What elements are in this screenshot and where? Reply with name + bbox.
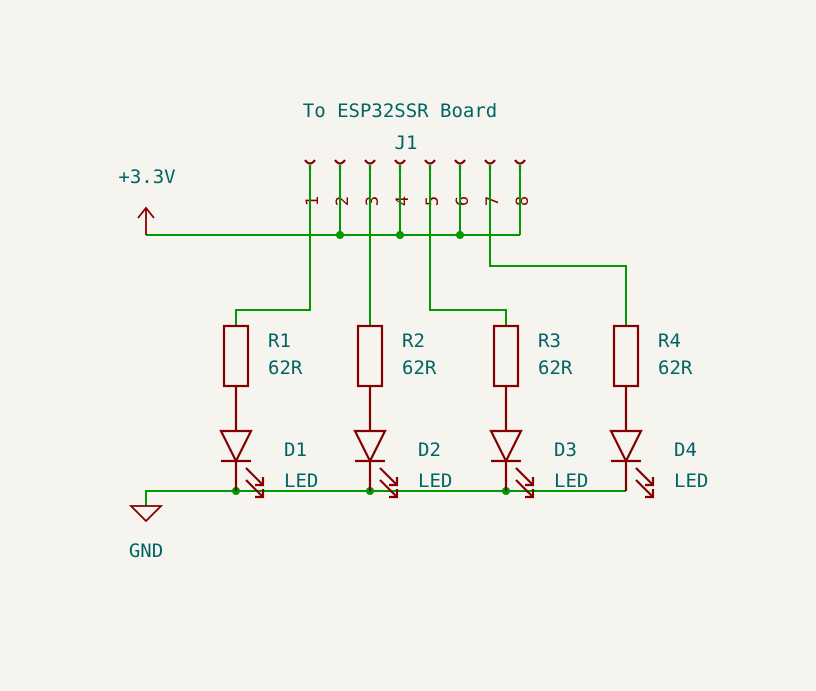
resistor-body-icon bbox=[222, 324, 250, 388]
pin-number: 3 bbox=[363, 196, 383, 206]
wire-pin5-r3 bbox=[429, 165, 507, 325]
emission-arrowhead-1 bbox=[525, 477, 535, 487]
emission-arrow-2 bbox=[245, 479, 264, 498]
pin-number: 5 bbox=[423, 196, 443, 206]
resistor-ref: R3 bbox=[538, 330, 561, 352]
socket-icon bbox=[484, 159, 496, 165]
emission-arrowhead-2 bbox=[525, 489, 535, 499]
resistor-body-icon bbox=[492, 324, 520, 388]
connector-pin-1: 1 bbox=[303, 159, 323, 206]
emission-arrow-2 bbox=[635, 479, 654, 498]
connector-pin-4: 4 bbox=[393, 159, 413, 206]
led-ref: D1 bbox=[284, 439, 307, 461]
emission-arrow-1 bbox=[635, 467, 654, 486]
led-value: LED bbox=[674, 470, 708, 492]
connector-pin-7: 7 bbox=[483, 159, 503, 206]
junction-pin4 bbox=[396, 231, 404, 239]
emission-arrowhead-1 bbox=[255, 477, 265, 487]
light-emission-icon bbox=[245, 467, 265, 499]
connector-pin-6: 6 bbox=[453, 159, 473, 206]
connector-pin-8: 8 bbox=[513, 159, 533, 206]
emission-arrowhead-2 bbox=[645, 489, 655, 499]
light-emission-icon bbox=[379, 467, 399, 499]
resistor-body-icon bbox=[612, 324, 640, 388]
connector-pin-2: 2 bbox=[333, 159, 353, 206]
ground-label: GND bbox=[129, 540, 163, 562]
resistor-ref: R4 bbox=[658, 330, 681, 352]
resistor-value: 62R bbox=[658, 357, 693, 379]
pin-number: 6 bbox=[453, 196, 473, 206]
wires bbox=[145, 165, 627, 506]
socket-icon bbox=[514, 159, 526, 165]
ground-symbol: GND bbox=[128, 505, 164, 562]
junction-pin2 bbox=[336, 231, 344, 239]
emission-arrow-2 bbox=[515, 479, 534, 498]
wire-pin7-r4 bbox=[489, 165, 627, 325]
pin-number: 8 bbox=[513, 196, 533, 206]
wire-pin1-r1 bbox=[235, 165, 311, 325]
emission-arrowhead-1 bbox=[645, 477, 655, 487]
resistor-value: 62R bbox=[268, 357, 303, 379]
led-ref: D4 bbox=[674, 439, 697, 461]
led-value: LED bbox=[418, 470, 452, 492]
led-value: LED bbox=[554, 470, 588, 492]
light-emission-icon bbox=[515, 467, 535, 499]
resistor-value: 62R bbox=[402, 357, 437, 379]
resistor-body-icon bbox=[356, 324, 384, 388]
diode-triangle-icon bbox=[219, 429, 253, 464]
emission-arrow-1 bbox=[379, 467, 398, 486]
emission-arrowhead-2 bbox=[389, 489, 399, 499]
socket-icon bbox=[334, 159, 346, 165]
pin-number: 4 bbox=[393, 196, 413, 206]
emission-arrowhead-1 bbox=[389, 477, 399, 487]
junction-pin6 bbox=[456, 231, 464, 239]
connector-ref: J1 bbox=[395, 132, 418, 154]
light-emission-icon bbox=[635, 467, 655, 499]
power-arrow-head bbox=[137, 206, 155, 219]
resistor-ref: R1 bbox=[268, 330, 291, 352]
wire-gnd-rail bbox=[145, 490, 626, 506]
resistor-value: 62R bbox=[538, 357, 573, 379]
diode-triangle-icon bbox=[609, 429, 643, 464]
pin-number: 7 bbox=[483, 196, 503, 206]
socket-icon bbox=[364, 159, 376, 165]
emission-arrow-1 bbox=[245, 467, 264, 486]
emission-arrow-1 bbox=[515, 467, 534, 486]
connector-pin-3: 3 bbox=[363, 159, 383, 206]
diode-triangle-icon bbox=[489, 429, 523, 464]
led-ref: D3 bbox=[554, 439, 577, 461]
socket-icon bbox=[424, 159, 436, 165]
led-ref: D2 bbox=[418, 439, 441, 461]
pin-number: 1 bbox=[303, 196, 323, 206]
emission-arrowhead-2 bbox=[255, 489, 265, 499]
pin-number: 2 bbox=[333, 196, 353, 206]
emission-arrow-2 bbox=[379, 479, 398, 498]
resistor-ref: R2 bbox=[402, 330, 425, 352]
diode-triangle-icon bbox=[353, 429, 387, 464]
socket-icon bbox=[304, 159, 316, 165]
led-value: LED bbox=[284, 470, 318, 492]
socket-icon bbox=[454, 159, 466, 165]
connector-value: To ESP32SSR Board bbox=[303, 100, 497, 122]
socket-icon bbox=[394, 159, 406, 165]
ground-icon bbox=[128, 505, 164, 523]
connector-pin-5: 5 bbox=[423, 159, 443, 206]
power-label: +3.3V bbox=[118, 166, 175, 188]
power-3v3-symbol: +3.3V bbox=[118, 166, 176, 235]
